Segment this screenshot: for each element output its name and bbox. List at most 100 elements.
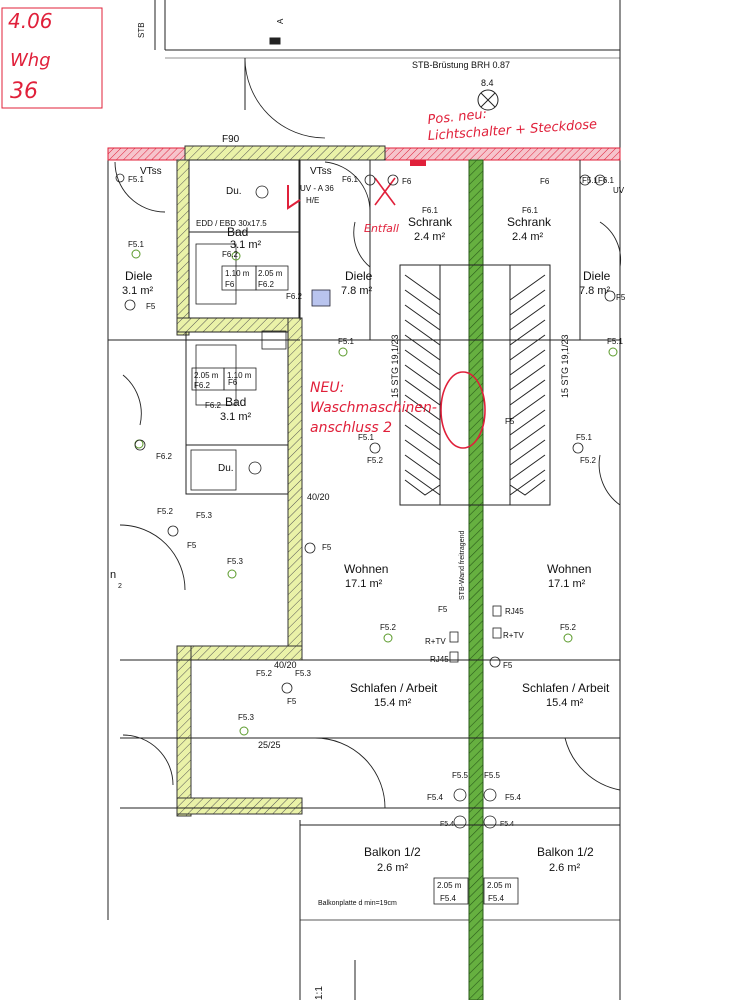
wohnen-left-area: 17.1 m² xyxy=(345,578,383,590)
balkon-left-name: Balkon 1/2 xyxy=(364,845,421,859)
uv-a36-label: UV - A 36 xyxy=(300,184,334,193)
f53-b: F5.3 xyxy=(227,557,244,566)
f5-b: F5 xyxy=(616,293,626,302)
entfall-note: Entfall xyxy=(364,222,399,235)
edd-label: EDD / EBD 30x17.5 xyxy=(196,219,267,228)
f61-b: F6.1 xyxy=(422,206,439,215)
f90-label: F90 xyxy=(222,134,240,145)
f51-c: F5.1 xyxy=(338,337,355,346)
f54-a: F5.4 xyxy=(427,793,444,802)
top-door xyxy=(244,37,326,139)
door-swings xyxy=(114,161,621,809)
f53-d: F5.3 xyxy=(238,713,255,722)
lamp-label: 8.4 xyxy=(481,78,494,88)
f62-c: F6.2 xyxy=(286,292,303,301)
f55-b: F5.5 xyxy=(484,771,501,780)
f52-c: F5.2 xyxy=(560,623,577,632)
washer-note-2: Waschmaschinen- xyxy=(310,400,437,416)
stair-label-right: 15 STG 19,1/23 xyxy=(560,334,570,398)
door-label-2525: 25/25 xyxy=(258,740,281,750)
f52-a: F5.2 xyxy=(157,507,174,516)
size-205-upper: 2.05 m xyxy=(258,269,283,278)
rtv-right: R+TV xyxy=(503,631,524,640)
bad-upper-name: Bad xyxy=(227,225,248,239)
size-110-lower: 1.10 m xyxy=(227,371,252,380)
bad-lower-name: Bad xyxy=(225,395,246,409)
schlafen-left-name: Schlafen / Arbeit xyxy=(350,681,438,695)
f62-f: F6.2 xyxy=(156,452,173,461)
f51-d: F5.1 xyxy=(607,337,624,346)
f5-d: F5 xyxy=(322,543,332,552)
rj45-right: RJ45 xyxy=(505,607,524,616)
du-upper: Du. xyxy=(226,186,242,197)
rj45-left: RJ45 xyxy=(430,655,449,664)
schlafen-left-area: 15.4 m² xyxy=(374,697,412,709)
f6-a: F6 xyxy=(402,177,412,186)
f5-f: F5 xyxy=(438,605,448,614)
window-size-left: 2.05 m xyxy=(437,881,462,890)
stair-wall xyxy=(468,159,484,1000)
bad-lower-area: 3.1 m² xyxy=(220,411,252,423)
sanitary-fixtures xyxy=(190,185,331,491)
f54-b: F5.4 xyxy=(505,793,522,802)
washer-note-1: NEU: xyxy=(310,380,344,396)
wall-label: STB-Wand freitragend xyxy=(459,531,466,600)
wohnen-left-name: Wohnen xyxy=(344,562,388,576)
scale-label: 1:1 xyxy=(314,986,325,1000)
bruestung-label: STB-Brüstung BRH 0.87 xyxy=(412,60,510,70)
f55-a: F5.5 xyxy=(452,771,469,780)
note-whg: Whg xyxy=(10,50,51,71)
rtv-left: R+TV xyxy=(425,637,446,646)
diele-left-area: 3.1 m² xyxy=(122,285,154,297)
schrank-right-area: 2.4 m² xyxy=(512,231,544,243)
size-110-upper: 1.10 m xyxy=(225,269,250,278)
f61-a: F6.1 xyxy=(342,175,359,184)
diele-right-area: 7.8 m² xyxy=(579,285,611,297)
circuit-labels: F5.1 F5.1 F5.1 F5.1 F5.1 F5.1 F5.1 F5 F5… xyxy=(128,175,626,828)
f52-b: F5.2 xyxy=(380,623,397,632)
red-markup xyxy=(1,7,486,449)
wohnen-right-name: Wohnen xyxy=(547,562,591,576)
bad-upper-area: 3.1 m² xyxy=(230,239,262,251)
f61-c: F6.1 xyxy=(522,206,539,215)
f5-h: F5 xyxy=(287,697,297,706)
f5-a: F5 xyxy=(146,302,156,311)
staircase xyxy=(399,264,551,506)
vtss-right: VTss xyxy=(310,166,332,177)
f52-d: F5.2 xyxy=(256,669,273,678)
size-205-lower: 2.05 m xyxy=(194,371,219,380)
frame-lines xyxy=(107,0,621,1000)
f6-d: F6 xyxy=(228,378,238,387)
electrical-symbols xyxy=(115,173,616,829)
f51-f: F5.1 xyxy=(576,433,593,442)
f5-g: F5 xyxy=(503,661,513,670)
axis-label: A xyxy=(276,18,285,24)
diele-right-name: Diele xyxy=(583,269,611,283)
f52-e: F5.2 xyxy=(367,456,384,465)
partition-walls xyxy=(176,159,303,817)
lamp-symbol xyxy=(477,89,499,111)
f54-br: F5.4 xyxy=(488,894,505,903)
f62-d: F6.2 xyxy=(194,381,211,390)
uv-label: UV xyxy=(613,186,625,195)
note-unit: 36 xyxy=(10,79,38,104)
f51-e: F5.1 xyxy=(358,433,375,442)
f62-e: F6.2 xyxy=(205,401,222,410)
top-wall xyxy=(107,145,621,166)
cut-letter: n xyxy=(110,569,116,581)
diele-left-name: Diele xyxy=(125,269,153,283)
f54-bl: F5.4 xyxy=(440,894,457,903)
wohnen-right-area: 17.1 m² xyxy=(548,578,586,590)
note-number: 4.06 xyxy=(8,9,53,33)
pos-new-note: Pos. neu: xyxy=(427,107,488,128)
balkon-right-name: Balkon 1/2 xyxy=(537,845,594,859)
f53-c: F5.3 xyxy=(295,669,312,678)
ceiling-lights xyxy=(131,249,618,736)
schlafen-right-name: Schlafen / Arbeit xyxy=(522,681,610,695)
f5-c: F5 xyxy=(505,417,515,426)
schrank-left-area: 2.4 m² xyxy=(414,231,446,243)
f52-f: F5.2 xyxy=(580,456,597,465)
f62-a: F6.2 xyxy=(222,250,239,259)
schrank-left-name: Schrank xyxy=(408,215,453,229)
